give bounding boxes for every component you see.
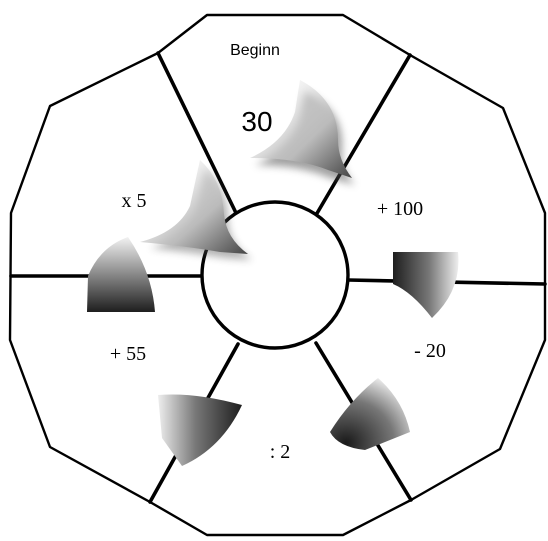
start-swoosh-arrow bbox=[250, 80, 355, 185]
operation-minus-20: - 20 bbox=[414, 340, 446, 362]
center-hub bbox=[200, 200, 350, 350]
arrow-left-marker bbox=[87, 237, 155, 312]
operation-times-5: x 5 bbox=[122, 190, 147, 212]
center-swoosh-arrow bbox=[140, 160, 252, 260]
arrow-bottom-right-marker bbox=[330, 378, 410, 450]
operation-divide-2: : 2 bbox=[270, 441, 291, 463]
arrow-bottom-left-marker bbox=[158, 394, 242, 466]
start-label: Beginn bbox=[230, 42, 280, 59]
operation-plus-55: + 55 bbox=[110, 343, 146, 365]
operation-plus-100: + 100 bbox=[377, 198, 423, 220]
start-value: 30 bbox=[241, 106, 272, 137]
arrow-right-marker bbox=[393, 252, 459, 318]
